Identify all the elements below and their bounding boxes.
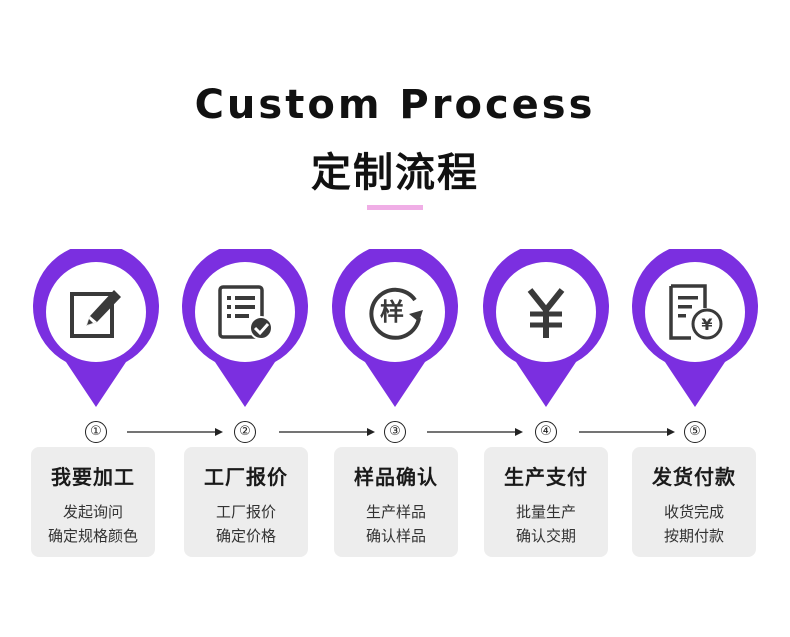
yuan-icon [527, 288, 565, 338]
sample-refresh-icon: 样 [369, 287, 423, 340]
step-description-line: 批量生产 [515, 503, 576, 521]
step-1-pin [32, 249, 160, 407]
step-description-line: 确认交期 [515, 527, 576, 545]
step-title: 样品确认 [354, 465, 438, 489]
step-description-line: 确定价格 [215, 527, 276, 545]
step-description-line: 发起询问 [62, 503, 123, 521]
step-5-pin: ¥ [631, 249, 759, 407]
arrow-right-icon [579, 428, 675, 436]
step-card-2: 工厂报价 工厂报价 确定价格 [184, 447, 308, 557]
arrow-right-icon [427, 428, 523, 436]
map-pin-shape [332, 249, 458, 407]
step-description-line: 生产样品 [365, 503, 426, 521]
invoice-payment-icon: ¥ [669, 284, 723, 340]
step-card-3: 样品确认 生产样品 确认样品 [334, 447, 458, 557]
step-2-pin [181, 249, 309, 407]
step-title: 生产支付 [504, 465, 588, 489]
step-number-2: ② [234, 421, 256, 443]
step-number-4: ④ [535, 421, 557, 443]
step-description-line: 工厂报价 [215, 503, 276, 521]
step-number-3: ③ [384, 421, 406, 443]
step-description-line: 确定规格颜色 [47, 527, 138, 545]
checklist-approved-icon [218, 285, 273, 340]
title-accent-bar [367, 205, 423, 210]
step-description-line: 收货完成 [663, 503, 724, 521]
page-title-chinese: 定制流程 [311, 150, 479, 196]
arrow-right-icon [127, 428, 223, 436]
step-card-5: 发货付款 收货完成 按期付款 [632, 447, 756, 557]
edit-document-icon [70, 290, 121, 338]
step-4-pin [482, 249, 610, 407]
step-card-1: 我要加工 发起询问 确定规格颜色 [31, 447, 155, 557]
yuan-symbol: ¥ [701, 315, 712, 334]
step-title: 发货付款 [652, 465, 736, 489]
step-title: 工厂报价 [204, 465, 288, 489]
sample-character: 样 [380, 298, 404, 326]
page-title-english: Custom Process [194, 82, 596, 128]
arrow-right-icon [279, 428, 375, 436]
step-number-5: ⑤ [684, 421, 706, 443]
step-number-1: ① [85, 421, 107, 443]
step-card-4: 生产支付 批量生产 确认交期 [484, 447, 608, 557]
step-title: 我要加工 [51, 465, 135, 489]
step-3-pin: 样 [331, 249, 459, 407]
step-description-line: 按期付款 [663, 527, 724, 545]
step-description-line: 确认样品 [365, 527, 426, 545]
